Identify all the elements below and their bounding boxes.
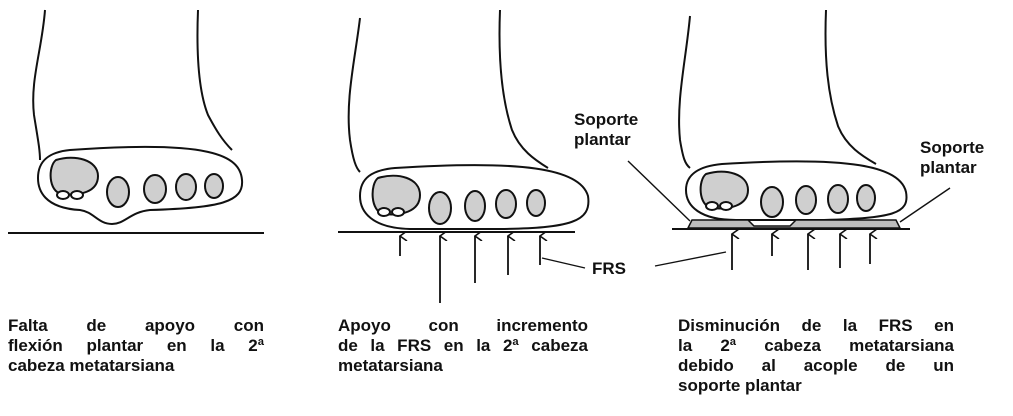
support-label-right: Soporte plantar — [920, 138, 984, 178]
caption-panel-2: Apoyo con incremento de la FRS en la 2ª … — [338, 316, 588, 376]
panel-3-insole — [688, 220, 900, 228]
caption-panel-1: Falta de apoyo con flexión plantar en la… — [8, 316, 264, 376]
support-label-left: Soporte plantar — [574, 110, 638, 150]
panel-2-force-arrows — [400, 236, 540, 303]
panel-3-force-arrows — [732, 234, 870, 270]
frs-label: FRS — [592, 259, 626, 279]
caption-panel-3: Disminución de la FRS en la 2ª cabeza me… — [678, 316, 954, 396]
